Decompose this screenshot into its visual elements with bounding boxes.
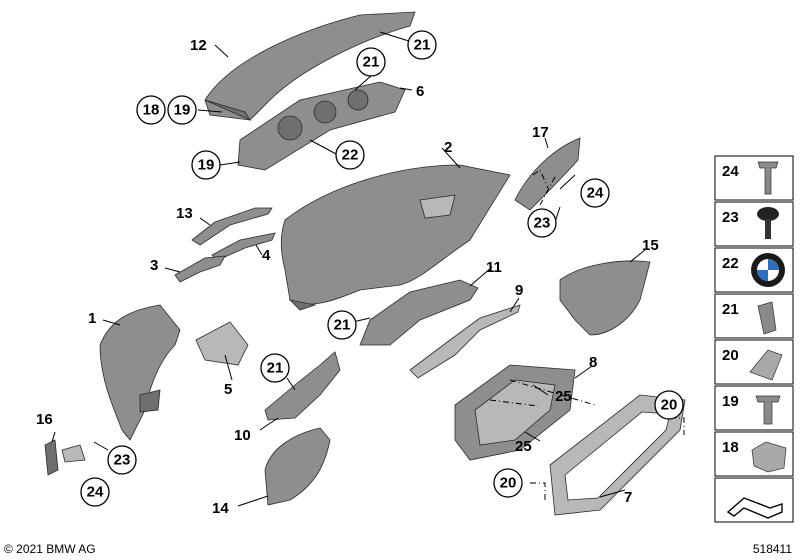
svg-text:22: 22	[722, 255, 739, 272]
callout-19-b: 19	[191, 150, 221, 180]
part-1-left-panel	[99, 304, 181, 441]
svg-text:19: 19	[722, 393, 739, 410]
svg-text:21: 21	[334, 317, 351, 334]
callout-23-b: 23	[107, 445, 137, 475]
label-7: 7	[624, 489, 632, 506]
callout-21-a: 21	[407, 30, 437, 60]
svg-text:23: 23	[722, 209, 739, 226]
label-14: 14	[212, 500, 229, 517]
legend-row-19: 19	[714, 385, 794, 431]
part-14-side-cover	[264, 427, 331, 506]
svg-text:19: 19	[198, 157, 215, 174]
part-9-support	[409, 304, 521, 379]
part-3-bracket	[174, 255, 226, 283]
callout-24-b: 24	[80, 477, 110, 507]
svg-text:21: 21	[414, 37, 431, 54]
callout-20-b: 20	[493, 468, 523, 498]
screw-icon	[757, 161, 779, 195]
svg-text:21: 21	[267, 360, 284, 377]
svg-text:20: 20	[722, 347, 739, 364]
callout-21-c: 21	[327, 310, 357, 340]
svg-text:24: 24	[587, 185, 604, 202]
part-15-glovebox-lid	[559, 260, 651, 336]
part-13-trim-strip	[191, 207, 273, 246]
svg-text:24: 24	[87, 484, 104, 501]
part-6-vent-frame	[237, 81, 406, 171]
svg-text:22: 22	[342, 147, 359, 164]
copyright-text: © 2021 BMW AG	[4, 542, 96, 556]
rubber-stop-icon	[757, 207, 779, 221]
label-12: 12	[190, 37, 207, 54]
callout-20-a: 20	[654, 390, 684, 420]
label-17: 17	[532, 124, 549, 141]
label-1: 1	[88, 310, 96, 327]
legend-row-23: 23	[714, 201, 794, 247]
callout-21-b: 21	[356, 47, 386, 77]
svg-text:18: 18	[722, 439, 739, 456]
legend-row-22: 22	[714, 247, 794, 293]
label-2: 2	[444, 139, 452, 156]
legend-row-symbol	[714, 477, 794, 523]
svg-text:20: 20	[500, 475, 517, 492]
svg-text:21: 21	[722, 301, 739, 318]
label-11: 11	[486, 259, 502, 276]
svg-text:24: 24	[722, 163, 739, 180]
part-2-dashboard-panel	[280, 164, 511, 311]
small-parts-legend: 24 23 22 21 20	[714, 155, 794, 523]
part-17-cover	[514, 137, 581, 211]
callout-22: 22	[335, 140, 365, 170]
cage-nut-icon	[751, 441, 787, 473]
spring-nut-icon	[749, 349, 783, 381]
label-25-a: 25	[555, 388, 572, 405]
label-5: 5	[224, 381, 232, 398]
svg-text:23: 23	[534, 215, 551, 232]
plain-labels: 12 6 2 17 13 4 3 1 5 15 11 9 8 25 25 10 …	[36, 37, 659, 517]
legend-row-18: 18	[714, 431, 794, 477]
bmw-emblem-icon	[751, 253, 785, 287]
callout-23-a: 23	[527, 208, 557, 238]
label-13: 13	[176, 205, 193, 222]
label-25-b: 25	[515, 438, 532, 455]
callout-19-a: 19	[167, 95, 197, 125]
label-4: 4	[262, 247, 271, 264]
label-16: 16	[36, 411, 53, 428]
legend-row-20: 20	[714, 339, 794, 385]
diagram-reference-number: 518411	[752, 542, 792, 556]
label-8: 8	[589, 354, 597, 371]
label-9: 9	[515, 282, 523, 299]
part-10-lower-trim	[264, 351, 341, 421]
callout-24-a: 24	[580, 178, 610, 208]
part-5-switch-panel	[195, 321, 249, 366]
svg-text:20: 20	[661, 397, 678, 414]
part-16-clip	[44, 439, 86, 476]
label-3: 3	[150, 257, 158, 274]
part-7-glovebox	[549, 394, 686, 516]
circled-labels: 21 21 18 19 19 22 24 23	[80, 30, 684, 507]
parts-kit-symbol-icon	[726, 497, 783, 519]
label-15: 15	[642, 237, 659, 254]
svg-text:23: 23	[114, 452, 131, 469]
callout-18: 18	[136, 95, 166, 125]
part-12-upper-trim	[204, 11, 416, 121]
svg-text:21: 21	[363, 54, 380, 71]
part-8-glovebox-frame	[454, 364, 576, 461]
bolt-icon	[755, 395, 781, 425]
legend-row-21: 21	[714, 293, 794, 339]
callout-21-d: 21	[260, 353, 290, 383]
legend-row-24: 24	[714, 155, 794, 201]
clip-icon	[757, 301, 777, 335]
label-10: 10	[234, 427, 251, 444]
svg-text:18: 18	[143, 102, 160, 119]
svg-text:19: 19	[174, 102, 191, 119]
label-6: 6	[416, 83, 424, 100]
part-11-bracket	[359, 279, 479, 346]
